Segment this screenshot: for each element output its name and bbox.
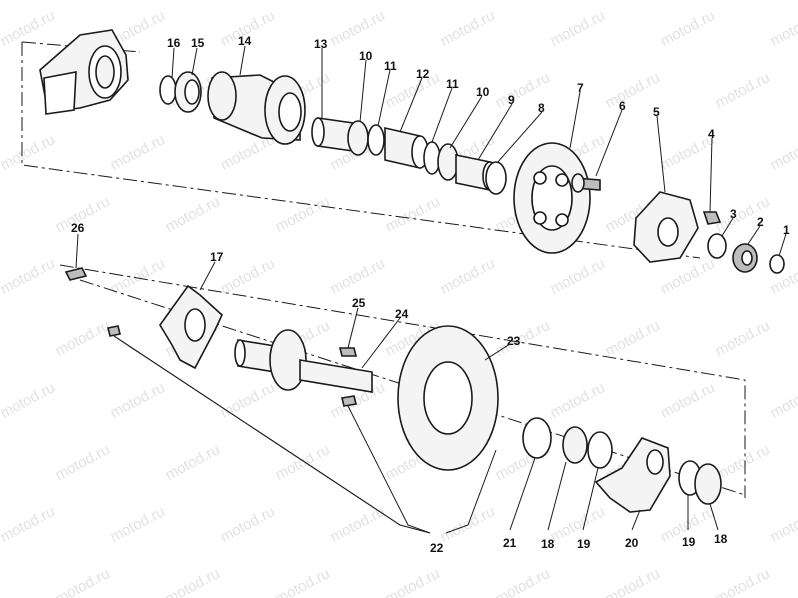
brake-disc-23	[397, 325, 499, 471]
axle-shaft-24	[234, 329, 373, 393]
leader-lines	[75, 45, 787, 534]
seal-18-right	[694, 463, 722, 505]
callout-26: 26	[71, 221, 85, 235]
callout-23: 23	[507, 334, 521, 348]
callout-8: 8	[538, 101, 545, 115]
callout-25: 25	[352, 296, 366, 310]
callout-24: 24	[395, 307, 409, 321]
callout-11-lower: 11	[446, 77, 459, 91]
callout-13: 13	[314, 37, 328, 51]
callout-21: 21	[503, 536, 517, 550]
callout-16: 16	[167, 36, 181, 50]
hub-flange-5	[633, 191, 699, 263]
callout-1: 1	[783, 223, 790, 237]
callout-18-right: 18	[714, 532, 728, 546]
stud-6	[571, 173, 601, 193]
bolt-22-a	[107, 325, 121, 337]
callout-4: 4	[708, 127, 715, 141]
callout-10-upper: 10	[359, 49, 373, 63]
upper-assembly-axis	[21, 42, 701, 259]
callout-15: 15	[191, 36, 205, 50]
callout-19-right: 19	[682, 535, 696, 549]
callout-6: 6	[619, 99, 626, 113]
callout-3: 3	[730, 207, 737, 221]
callout-20: 20	[625, 536, 639, 550]
bearing-10-lower	[437, 143, 459, 181]
lower-assembly-axis	[59, 264, 746, 498]
circlip-21	[522, 417, 552, 459]
callout-22: 22	[430, 541, 444, 555]
callout-9: 9	[508, 93, 515, 107]
callout-10-lower: 10	[476, 85, 490, 99]
bearing-10-upper	[347, 120, 369, 156]
castle-nut-2	[732, 243, 758, 273]
circlip-16	[159, 75, 177, 105]
callout-2: 2	[757, 215, 764, 229]
needle-bearing-12	[384, 126, 429, 170]
grease-nipple-26	[64, 267, 88, 281]
sprocket-7	[513, 142, 591, 254]
callout-7: 7	[577, 81, 584, 95]
bearing-15	[174, 71, 202, 113]
seal-11-upper	[367, 124, 385, 156]
swingarm-end-housing	[39, 29, 129, 115]
clip-1	[769, 254, 785, 274]
callout-12: 12	[416, 67, 430, 81]
caliper-bracket-20	[594, 437, 671, 513]
callout-5: 5	[653, 105, 660, 119]
callout-18-left: 18	[541, 537, 555, 551]
eccentric-hub-14	[207, 71, 306, 145]
carrier-17	[159, 284, 223, 370]
callout-11-upper: 11	[384, 59, 397, 73]
washer-3	[707, 233, 727, 259]
bolt-25	[338, 347, 358, 357]
washer-8	[485, 161, 507, 195]
callout-14: 14	[238, 34, 252, 48]
ring-19-left	[587, 431, 613, 469]
callout-17: 17	[210, 250, 224, 264]
seal-18-left	[562, 426, 588, 464]
nut-4	[702, 211, 722, 225]
callout-19-left: 19	[577, 537, 591, 551]
bolt-22-b	[341, 395, 357, 407]
